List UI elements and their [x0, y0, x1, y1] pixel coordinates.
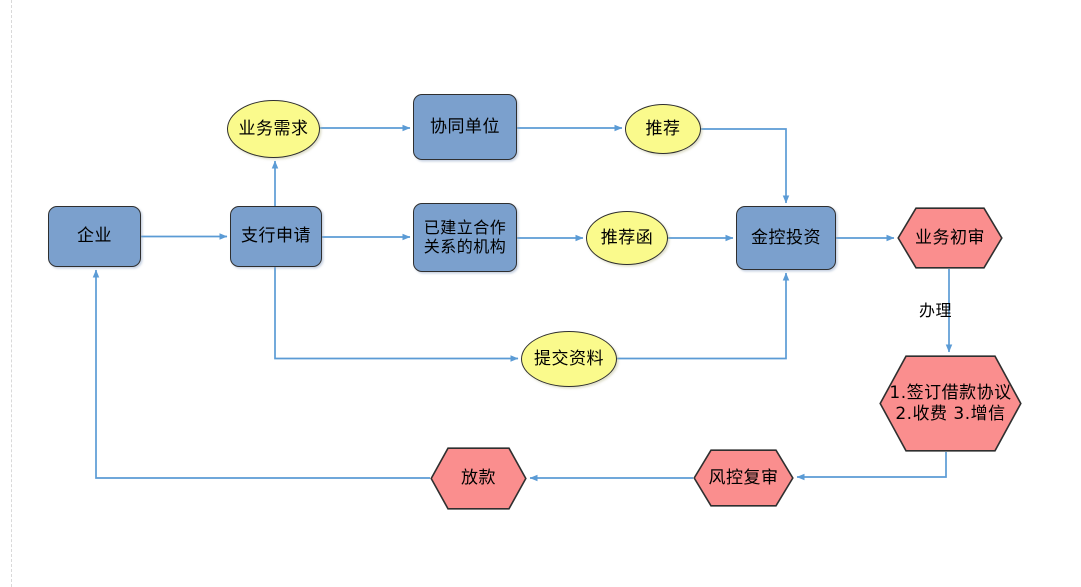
hexagon-shape: [897, 207, 1003, 269]
node-yewu-chushen[interactable]: 业务初审: [897, 207, 1003, 269]
node-label: 放款: [461, 468, 496, 489]
node-xietong-danwei[interactable]: 协同单位: [413, 94, 517, 160]
edge-zhihang-to-tijiaoziliao: [274, 267, 519, 362]
node-label: 1.签订借款协议 2.收费 3.增信: [889, 383, 1012, 424]
node-jinkong-touzi[interactable]: 金控投资: [736, 206, 836, 270]
hexagon-shape: [430, 447, 527, 510]
hexagon-shape: [693, 449, 794, 507]
page-boundary-guide: [11, 0, 12, 587]
edge-label-banli: 办理: [919, 301, 953, 320]
hexagon-shape: [879, 355, 1022, 452]
node-tijiao-ziliao[interactable]: 提交资料: [521, 331, 617, 387]
edge-fangkuan-to-qiye: [92, 269, 430, 479]
node-yijianli-hezuo-jigou[interactable]: 已建立合作 关系的机构: [413, 203, 517, 272]
edge-tijiaoziliao-to-jinkong: [617, 272, 790, 360]
node-fangkuan[interactable]: 放款: [430, 447, 527, 510]
node-label: 风控复审: [708, 467, 779, 488]
node-qiye[interactable]: 企业: [48, 206, 141, 267]
node-label: 业务初审: [915, 227, 985, 248]
node-fengkong-fushen[interactable]: 风控复审: [693, 449, 794, 507]
edge-qianding-to-fengkong: [796, 452, 947, 481]
edge-tuijian-to-jinkong: [701, 128, 790, 204]
node-qianding-jiekuan-xieyi[interactable]: 1.签订借款协议 2.收费 3.增信: [879, 355, 1022, 452]
node-yewu-xuqiu[interactable]: 业务需求: [227, 100, 320, 158]
node-tuijian-han[interactable]: 推荐函: [586, 211, 668, 265]
node-zhihang-shenqing[interactable]: 支行申请: [230, 206, 322, 267]
node-tuijian[interactable]: 推荐: [625, 104, 701, 154]
